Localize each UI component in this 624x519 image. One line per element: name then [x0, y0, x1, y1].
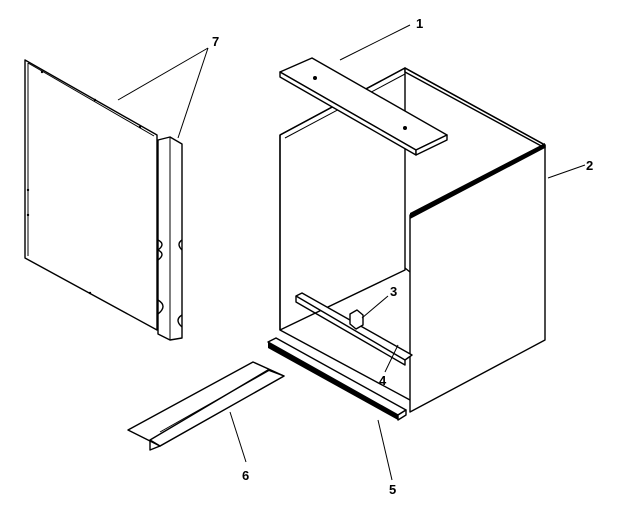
callout-3: 3 — [390, 284, 397, 299]
top-cover-plate — [279, 57, 448, 156]
callout-2: 2 — [586, 158, 593, 173]
side-panel — [24, 59, 158, 331]
base-angle-rail — [127, 361, 285, 451]
callout-5: 5 — [389, 482, 396, 497]
cabinet-body — [279, 67, 546, 413]
leader-lines — [117, 24, 586, 481]
callout-7: 7 — [212, 34, 219, 49]
bottom-channel — [267, 337, 407, 421]
callout-4: 4 — [379, 373, 387, 388]
callout-6: 6 — [242, 468, 249, 483]
cross-rail — [295, 292, 413, 366]
small-bracket — [349, 309, 364, 330]
corner-post — [157, 136, 183, 341]
callout-1: 1 — [416, 16, 423, 31]
